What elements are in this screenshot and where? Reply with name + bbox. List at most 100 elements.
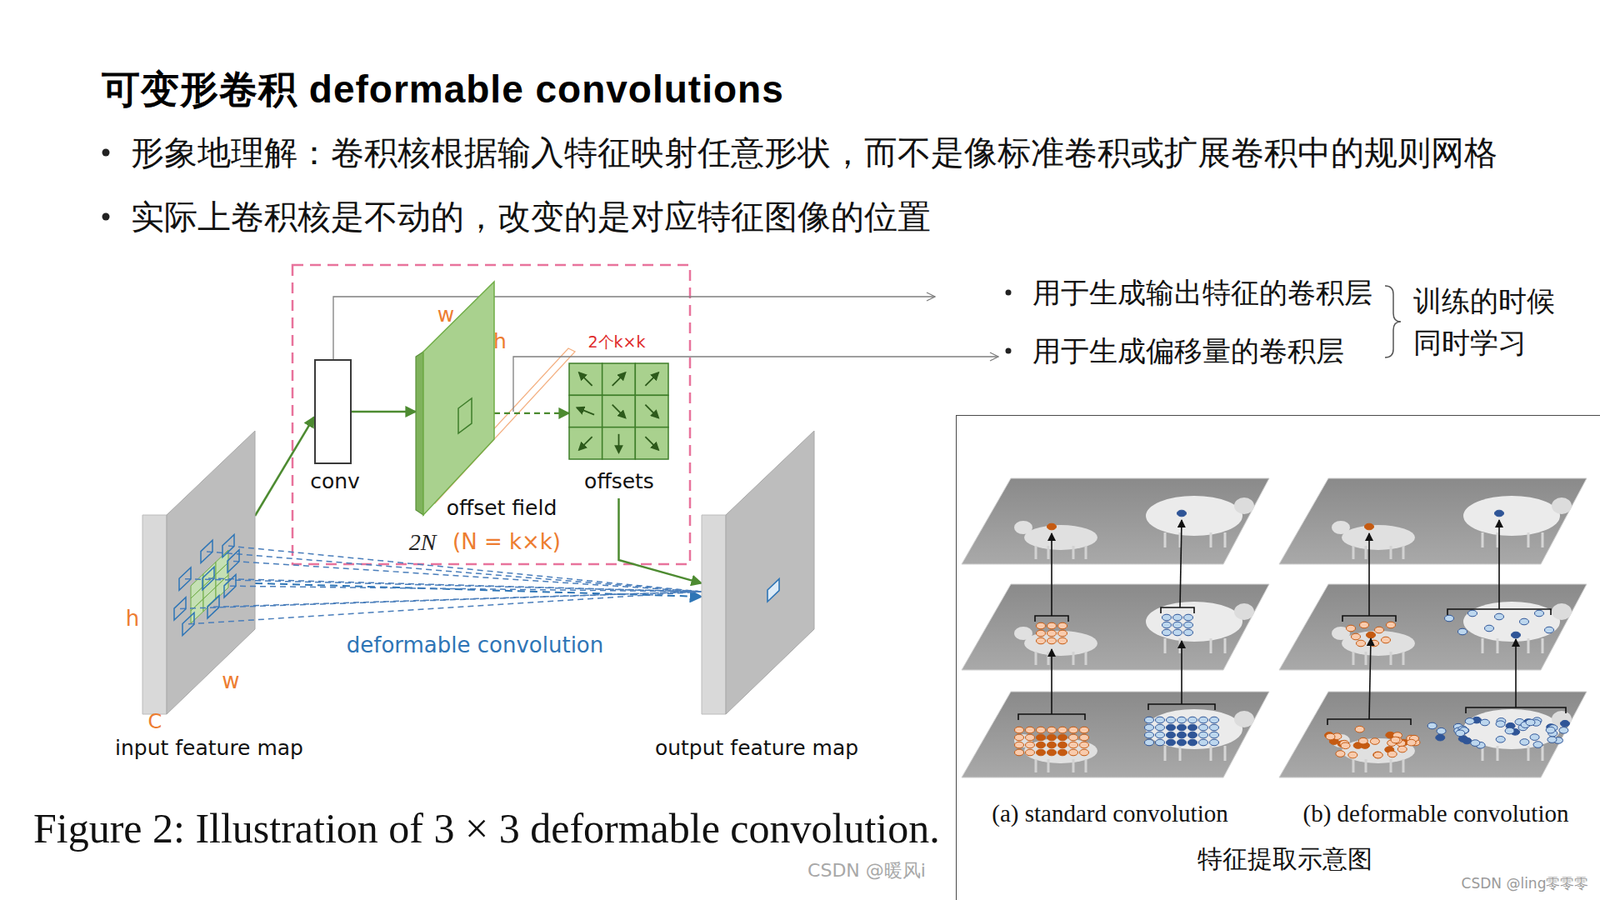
feature-dot [1069, 741, 1079, 749]
watermark: CSDN @ling零零零 [1461, 875, 1590, 892]
node-label: offsets [584, 469, 655, 495]
curly-brace [1385, 285, 1401, 358]
feature-dot [1455, 730, 1465, 737]
feature-dot [1177, 731, 1187, 739]
feature-dot [1188, 739, 1198, 746]
grid-cell [602, 395, 636, 427]
connector [351, 410, 416, 414]
kernel-cell [190, 599, 204, 624]
bullet-dot [102, 213, 110, 221]
sampling-line [230, 585, 702, 592]
edge-label: deformable convolution [342, 632, 609, 659]
photo-layer [1279, 584, 1587, 670]
feature-dot [1155, 739, 1165, 746]
sampling-line [180, 591, 702, 609]
feature-dot [1166, 724, 1176, 731]
output-feature-map: output feature map [701, 430, 814, 715]
photo-layer [961, 478, 1270, 565]
output-feature-map-drawing [701, 430, 814, 715]
sampling-line [188, 591, 702, 625]
leg [1085, 651, 1088, 665]
feature-dot [1080, 741, 1090, 749]
feature-dot [1047, 622, 1057, 630]
feature-dot [1036, 726, 1046, 734]
offset-field-slab-shape [415, 281, 495, 515]
node-label: input feature map [115, 735, 304, 761]
feature-dot [1397, 745, 1407, 753]
leg [1496, 532, 1500, 548]
leg [1365, 759, 1368, 773]
receptive-bracket [1342, 615, 1396, 622]
module-dashed-box [292, 265, 690, 565]
feature-dot [1386, 621, 1396, 629]
dimension-label: h [493, 329, 507, 355]
feature-dot [1495, 510, 1505, 517]
receptive-bracket [1160, 607, 1195, 614]
leg [1527, 532, 1530, 548]
feature-dot [1373, 751, 1383, 759]
feature-dot [1495, 735, 1505, 743]
sampling-cell [179, 567, 191, 590]
feature-dot [1210, 739, 1220, 746]
feature-dots [1015, 510, 1220, 756]
slab-face [423, 281, 495, 515]
feature-dot [1058, 741, 1068, 749]
feature-dot [1427, 722, 1437, 730]
sheep-body [1463, 601, 1560, 642]
annotation: 2个k×k [587, 332, 645, 352]
feature-dot [1036, 637, 1046, 645]
feature-dot [1177, 716, 1187, 724]
feature-dot [1387, 750, 1397, 758]
feature-dot [1525, 719, 1535, 726]
node-label: (a) standard convolution [991, 799, 1228, 829]
photo-layer [961, 584, 1270, 670]
feature-dot [1015, 749, 1025, 756]
feature-dot [1210, 716, 1220, 724]
leg [1210, 745, 1213, 761]
photo-plane [1279, 478, 1587, 565]
activation-arrow [1050, 533, 1053, 616]
sheep-body [1145, 709, 1243, 750]
feature-dot [1047, 741, 1057, 749]
receptive-bracket [1447, 609, 1551, 615]
feature-dot [1366, 631, 1376, 639]
bullet-text: 形象地理解：卷积核根据输入特征映射任意形状，而不是像标准卷积或扩展卷积中的规则网… [130, 132, 1498, 173]
feature-dot [1559, 727, 1569, 735]
feature-dot [1210, 731, 1220, 739]
sampling-cell [182, 612, 195, 635]
leg [1224, 638, 1227, 654]
activation-arrow [1498, 520, 1500, 610]
leg [1035, 651, 1038, 665]
feature-dot [1015, 734, 1025, 741]
sampling-cell [227, 550, 240, 573]
leg [1481, 532, 1485, 548]
photo-layer [1279, 478, 1587, 565]
offset-arrow [618, 434, 620, 453]
dimension-label: (N = k×k) [452, 529, 561, 555]
sheep-body [1145, 601, 1243, 642]
feature-dot [1036, 622, 1046, 630]
feature-dot [1199, 739, 1209, 746]
feature-dot [1177, 510, 1187, 517]
feature-dot [1047, 726, 1057, 734]
grid-cell [569, 395, 603, 427]
feature-dot [1069, 749, 1079, 756]
feature-dot [1058, 734, 1068, 741]
leg [1210, 532, 1213, 548]
feature-dot [1381, 636, 1391, 644]
leg [1047, 651, 1050, 665]
bullet-dot [1005, 290, 1012, 296]
leg [1085, 759, 1088, 773]
lamb-head [1331, 520, 1350, 535]
node-label: conv [310, 469, 360, 495]
feature-dot [1145, 724, 1155, 731]
feature-dot [1058, 726, 1068, 734]
leg [1072, 545, 1075, 560]
note-text: 用于生成输出特征的卷积层 [1032, 275, 1373, 310]
feature-dot [1520, 739, 1530, 746]
photo-plane [1279, 691, 1587, 778]
activation-arrow [1369, 638, 1371, 720]
offset-field-slab: offset field [415, 281, 495, 515]
sampling-line [206, 551, 702, 592]
output-feature-map-shape [701, 430, 814, 715]
